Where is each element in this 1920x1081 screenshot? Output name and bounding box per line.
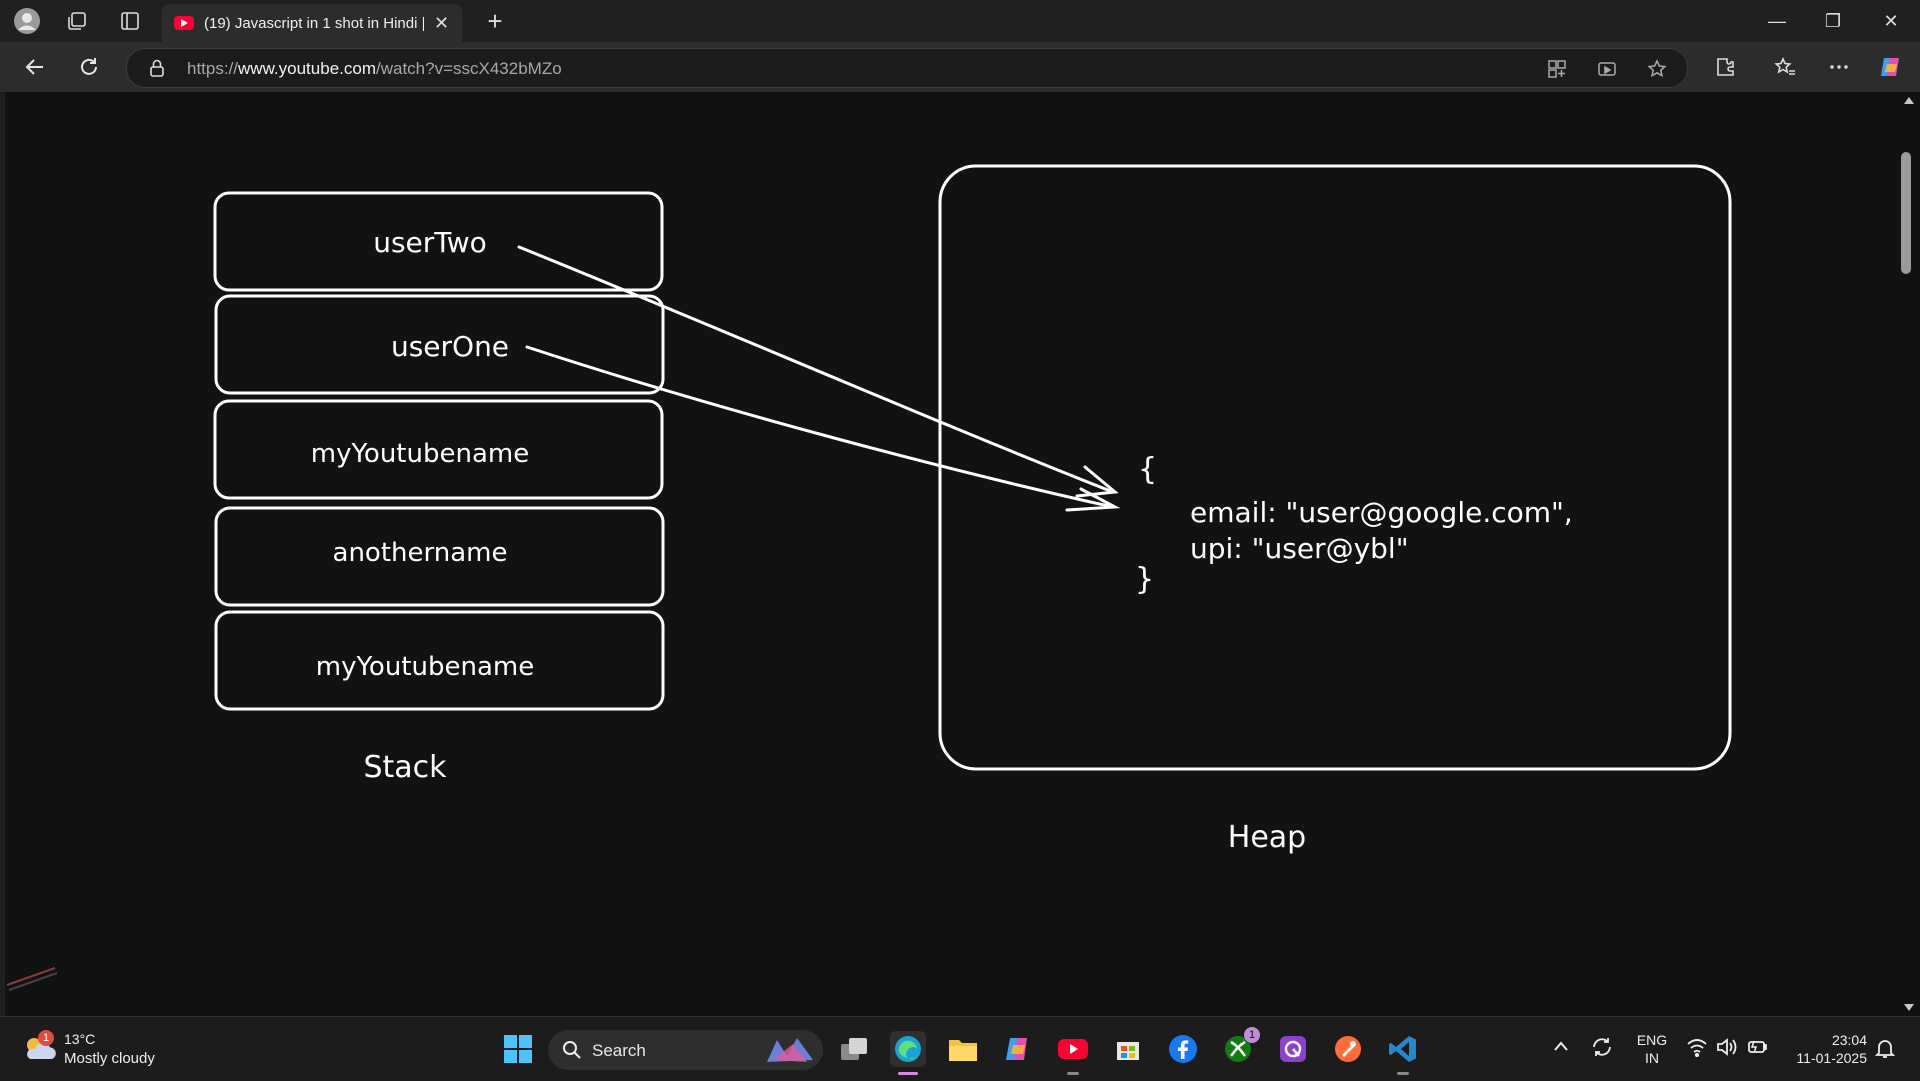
clock-time: 23:04: [1831, 1032, 1867, 1048]
copilot-app-icon[interactable]: [1000, 1031, 1036, 1067]
scrollbar-thumb[interactable]: [1901, 152, 1911, 274]
search-icon: [563, 1041, 581, 1059]
minimize-button[interactable]: —: [1768, 11, 1786, 31]
arrow-userone-to-object: [525, 345, 1115, 509]
lock-icon[interactable]: [149, 58, 165, 83]
language-indicator[interactable]: ENG IN: [1636, 1031, 1668, 1067]
edge-running-indicator: [898, 1072, 918, 1075]
search-label: Search: [592, 1041, 646, 1060]
stack-item-myyoutubename-2: myYoutubename: [316, 652, 534, 682]
more-menu-icon[interactable]: [1824, 52, 1854, 82]
postman-icon[interactable]: [1330, 1031, 1366, 1067]
page-scrollbar[interactable]: [1899, 92, 1920, 1016]
stack-box-anothername: [214, 506, 665, 607]
tab-youtube[interactable]: (19) Javascript in 1 shot in Hindi | ✕: [162, 4, 462, 42]
address-bar[interactable]: https://www.youtube.com/watch?v=sscX432b…: [126, 48, 1688, 88]
scrollbar-arrows: [1904, 97, 1914, 1011]
tab-close-icon[interactable]: ✕: [434, 12, 450, 33]
stack-item-anothername: anothername: [333, 538, 508, 568]
chevron-up-icon[interactable]: [1552, 1039, 1570, 1058]
vertical-tabs-icon[interactable]: [115, 6, 145, 36]
edge-browser-icon[interactable]: [890, 1031, 926, 1075]
weather-badge: 1: [38, 1030, 54, 1046]
heap-label: Heap: [1228, 820, 1306, 855]
copilot-icon[interactable]: [1876, 52, 1906, 82]
object-open-brace: {: [1138, 452, 1157, 487]
stack-box-usertwo: [213, 191, 664, 292]
vscode-running-indicator: [1397, 1072, 1409, 1075]
url-text[interactable]: https://www.youtube.com/watch?v=sscX432b…: [187, 59, 562, 79]
photo-editor-icon[interactable]: [1275, 1031, 1311, 1067]
picture-in-picture-icon[interactable]: [1595, 57, 1619, 81]
tab-bar: (19) Javascript in 1 shot in Hindi | ✕ +…: [0, 0, 1920, 42]
profile-avatar-icon[interactable]: [12, 6, 42, 36]
workspaces-icon[interactable]: [62, 6, 92, 36]
weather-temperature[interactable]: 13°C: [64, 1031, 96, 1047]
stack-item-myyoutubename-1: myYoutubename: [311, 439, 529, 469]
youtube-favicon-icon: [174, 16, 194, 30]
arrowhead-userone: [1065, 487, 1121, 512]
stack-item-userone: userOne: [391, 330, 509, 363]
extensions-icon[interactable]: [1710, 52, 1740, 82]
youtube-app-icon[interactable]: [1055, 1031, 1091, 1075]
weather-cloud-icon[interactable]: [22, 1033, 58, 1063]
stack-box-myyoutubename-1: [213, 399, 664, 500]
new-tab-button[interactable]: +: [487, 6, 503, 36]
xbox-icon[interactable]: 1: [1220, 1027, 1260, 1067]
object-close-brace: }: [1135, 562, 1154, 597]
facebook-icon[interactable]: [1165, 1031, 1201, 1067]
region-code: IN: [1645, 1050, 1659, 1066]
pen-cursor-shadow: [8, 972, 58, 991]
microsoft-store-icon[interactable]: [1110, 1031, 1146, 1067]
whiteboard-diagram: userTwo userOne myYoutubename anothernam…: [6, 164, 1732, 991]
clock-date: 11-01-2025: [1796, 1050, 1867, 1066]
pen-cursor-mark: [6, 967, 56, 986]
weather-description[interactable]: Mostly cloudy: [64, 1050, 155, 1067]
tab-title: (19) Javascript in 1 shot in Hindi |: [204, 14, 424, 32]
start-button[interactable]: [500, 1031, 536, 1067]
notification-bell-icon[interactable]: [1874, 1037, 1896, 1064]
arrow-usertwo-to-object: [517, 245, 1115, 494]
task-view-icon[interactable]: [836, 1031, 872, 1067]
language-code: ENG: [1636, 1032, 1668, 1048]
url-scheme: https://: [187, 59, 239, 78]
windows-taskbar: 1 13°C Mostly cloudy Search 1: [0, 1016, 1920, 1081]
windows-logo-icon: [504, 1035, 532, 1063]
url-path: /watch?v=sscX432bMZo: [375, 59, 562, 78]
taskbar-search[interactable]: Search: [548, 1030, 823, 1070]
clock[interactable]: 23:04 11-01-2025: [1785, 1031, 1867, 1067]
scroll-down-arrow-icon[interactable]: [1904, 1004, 1914, 1011]
stack-item-usertwo: userTwo: [373, 226, 487, 259]
favorites-icon[interactable]: [1770, 52, 1800, 82]
heap-box: [938, 164, 1732, 771]
back-arrow-icon[interactable]: [20, 52, 50, 82]
close-window-button[interactable]: ✕: [1883, 11, 1899, 31]
vscode-icon[interactable]: [1385, 1031, 1421, 1075]
video-player[interactable]: userTwo userOne myYoutubename anothernam…: [5, 92, 1901, 1016]
url-host: www.youtube.com: [238, 59, 376, 78]
object-upi-line: upi: "user@ybl": [1190, 532, 1409, 565]
battery-icon[interactable]: [1746, 1037, 1768, 1062]
restore-button[interactable]: ❐: [1824, 11, 1842, 31]
refresh-icon[interactable]: [74, 52, 104, 82]
sync-icon[interactable]: [1590, 1035, 1614, 1064]
search-highlight-icon: [767, 1038, 813, 1062]
wifi-icon[interactable]: [1686, 1037, 1708, 1062]
stack-box-myyoutubename-2: [214, 610, 665, 711]
file-explorer-icon[interactable]: [945, 1031, 981, 1067]
youtube-running-indicator: [1067, 1072, 1079, 1075]
favorite-star-icon[interactable]: [1645, 57, 1669, 81]
navigation-bar: https://www.youtube.com/watch?v=sscX432b…: [0, 42, 1920, 92]
stack-box-userone: [214, 294, 665, 395]
stack-label: Stack: [363, 750, 447, 785]
scroll-up-arrow-icon[interactable]: [1904, 97, 1914, 104]
object-email-line: email: "user@google.com",: [1190, 496, 1573, 529]
volume-icon[interactable]: [1716, 1037, 1738, 1062]
app-available-icon[interactable]: [1545, 57, 1569, 81]
xbox-badge: 1: [1244, 1027, 1260, 1043]
